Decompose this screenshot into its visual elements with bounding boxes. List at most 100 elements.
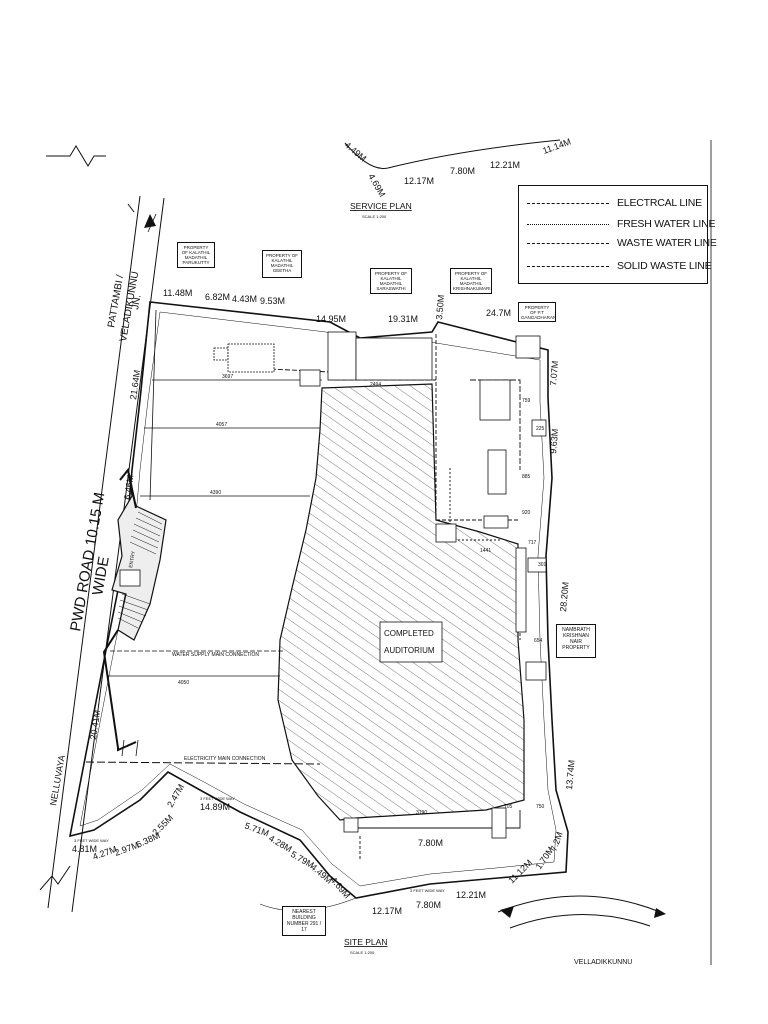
- auditorium-title-2: AUDITORIUM: [384, 646, 435, 655]
- pwd-wide-label: WIDE: [89, 555, 113, 597]
- int-dim-14: 705: [504, 804, 513, 810]
- property-tag-nambrath: NAMBRATH KRISHNAN NAIR PROPERTY: [556, 624, 596, 658]
- dim-topcut-1: 12.17M: [404, 176, 434, 186]
- wall-line: [102, 467, 137, 752]
- top-cut-boundary: [344, 139, 561, 169]
- int-dim-7: 885: [522, 474, 531, 480]
- dim-bot-12: 4.69M: [328, 875, 352, 901]
- foot-way-top-label: 3 FEET WIDE WAY: [200, 796, 235, 801]
- road-curve-inner: [509, 913, 651, 929]
- property-tag-saraswathi: PROPERTY OF KALATHIL MADATHIL SARASWATHI: [370, 268, 412, 294]
- service-plan-title: SERVICE PLAN: [350, 201, 412, 211]
- site-plan-title: SITE PLAN: [344, 937, 387, 947]
- road-arrow-left-icon: [500, 906, 514, 918]
- break-tick: [127, 203, 135, 213]
- electricity-main-line: [85, 761, 321, 765]
- int-dim-16: 225: [536, 426, 545, 432]
- legend-electrical-line: [527, 202, 609, 204]
- setback-line: [79, 311, 557, 887]
- foot-way-left-label: 3 FEET WIDE WAY: [74, 838, 109, 843]
- legend-waste-water-label: WASTE WATER LINE: [617, 237, 717, 249]
- electricity-main-label: ELECTRICITY MAIN CONNECTION: [184, 756, 266, 762]
- dim-topcut-6: 4.49M: [343, 140, 369, 164]
- dim-bot-8: 5.71M: [243, 820, 270, 838]
- dim-top-2: 6.82M: [205, 292, 230, 302]
- break-mark-top: [46, 145, 106, 167]
- interior-lines: [108, 309, 322, 677]
- int-dim-12: 654: [534, 638, 543, 644]
- legend-solid-waste-label: SOLID WASTE LINE: [617, 260, 712, 272]
- dim-top-5: 14.95M: [316, 314, 346, 324]
- jn-label: JN.: [130, 294, 143, 311]
- dim-right-1: 7.07M: [548, 360, 560, 386]
- dim-bot-6: 2.47M: [165, 782, 186, 809]
- dim-left-1: 21.64M: [128, 369, 142, 400]
- velladikkunnu-label: VELLADIKKUNNU: [574, 959, 632, 966]
- site-plan-scale: SCALE 1:200: [350, 950, 375, 955]
- int-dim-4: 4050: [178, 680, 189, 686]
- dim-top-7: 3.50M: [434, 294, 446, 320]
- legend-solid-waste: SOLID WASTE LINE: [527, 256, 712, 276]
- int-dim-9: 1441: [480, 548, 491, 554]
- dim-right-4: 13.74M: [564, 759, 577, 790]
- dim-topcut-5: 4.69M: [366, 172, 387, 199]
- dim-bot-15: 12.21M: [456, 890, 486, 900]
- road-edge-left: [47, 195, 141, 909]
- auditorium-area: [277, 383, 525, 821]
- legend-solid-waste-line: [527, 265, 609, 267]
- property-tag-parukutty: PROPERTY OF KALATHIL MADATHIL PARUKUTTY: [177, 242, 215, 268]
- legend-waste-water-line: [527, 242, 609, 244]
- legend: ELECTRCAL LINE FRESH WATER LINE WASTE WA…: [518, 185, 717, 284]
- int-dim-5: 2494: [370, 382, 381, 388]
- legend-fresh-water: FRESH WATER LINE: [527, 214, 716, 234]
- property-tag-geetha: PROPERTY OF KALATHIL MADATHIL GEETHA: [262, 250, 302, 278]
- dim-bot-16: 11.12M: [506, 858, 534, 886]
- utility-boxes: [213, 331, 547, 839]
- dim-bot-1: 4.81M: [72, 844, 97, 854]
- dim-top-8: 24.7M: [486, 308, 511, 318]
- dim-bot-9: 4.28M: [267, 833, 294, 854]
- road-curve-outer: [497, 895, 661, 913]
- dim-topcut-3: 12.21M: [490, 160, 520, 170]
- water-main-label: WATER SUPPLY MAIN CONNECTION: [172, 652, 259, 658]
- entry-label: ENTRY: [128, 550, 137, 568]
- dim-bot-19: 7.80M: [418, 838, 443, 848]
- dim-bot-7: 14.89M: [200, 802, 230, 812]
- int-dim-11: 301: [538, 562, 547, 568]
- foot-way-bottom-label: 3 FEET WIDE WAY: [410, 888, 445, 893]
- legend-electrical-label: ELECTRCAL LINE: [617, 197, 702, 209]
- property-tag-gangadharan: PROPERTY OF P.T GANGADHARAN: [518, 302, 556, 322]
- legend-fresh-water-label: FRESH WATER LINE: [617, 218, 716, 230]
- road-arrow-right-icon: [654, 908, 666, 918]
- service-plan-scale: SCALE 1:200: [362, 214, 387, 219]
- dim-topcut-2: 7.80M: [450, 166, 475, 176]
- dim-left-3: 20.41M: [88, 709, 102, 740]
- nearest-building-tag: NEAREST BUILDING NUMBER 291 / 17: [282, 906, 326, 936]
- entry-stairs: [111, 469, 167, 641]
- pole-marks: [121, 739, 139, 757]
- int-dim-10: 717: [528, 540, 537, 546]
- legend-electrical: ELECTRCAL LINE: [527, 193, 702, 213]
- legend-waste-water: WASTE WATER LINE: [527, 233, 717, 253]
- int-dim-13: 750: [536, 804, 545, 810]
- dim-top-6: 19.31M: [388, 314, 418, 324]
- legend-fresh-water-line: [527, 223, 609, 225]
- dim-topcut-4: 11.14M: [541, 136, 572, 155]
- dim-top-3: 4.43M: [232, 294, 257, 304]
- int-dim-6: 759: [522, 398, 531, 404]
- int-dim-8: 920: [522, 510, 531, 516]
- dim-bot-14: 7.80M: [416, 900, 441, 910]
- dim-top-1: 11.48M: [163, 288, 192, 298]
- break-mark-bottom: [39, 865, 71, 891]
- dim-left-2: 6.46M: [122, 474, 135, 500]
- int-dim-3: 4390: [210, 490, 221, 496]
- dim-bot-13: 12.17M: [372, 906, 402, 916]
- int-dim-1: 3697: [222, 374, 233, 380]
- int-dim-15: 3190: [416, 810, 427, 816]
- auditorium-label-box: [379, 621, 443, 663]
- dim-right-2: 9.63M: [548, 428, 560, 454]
- dim-top-4: 9.53M: [260, 296, 285, 306]
- dim-right-3: 28.20M: [558, 581, 571, 612]
- dim-bot-5: 2.55M: [150, 813, 175, 838]
